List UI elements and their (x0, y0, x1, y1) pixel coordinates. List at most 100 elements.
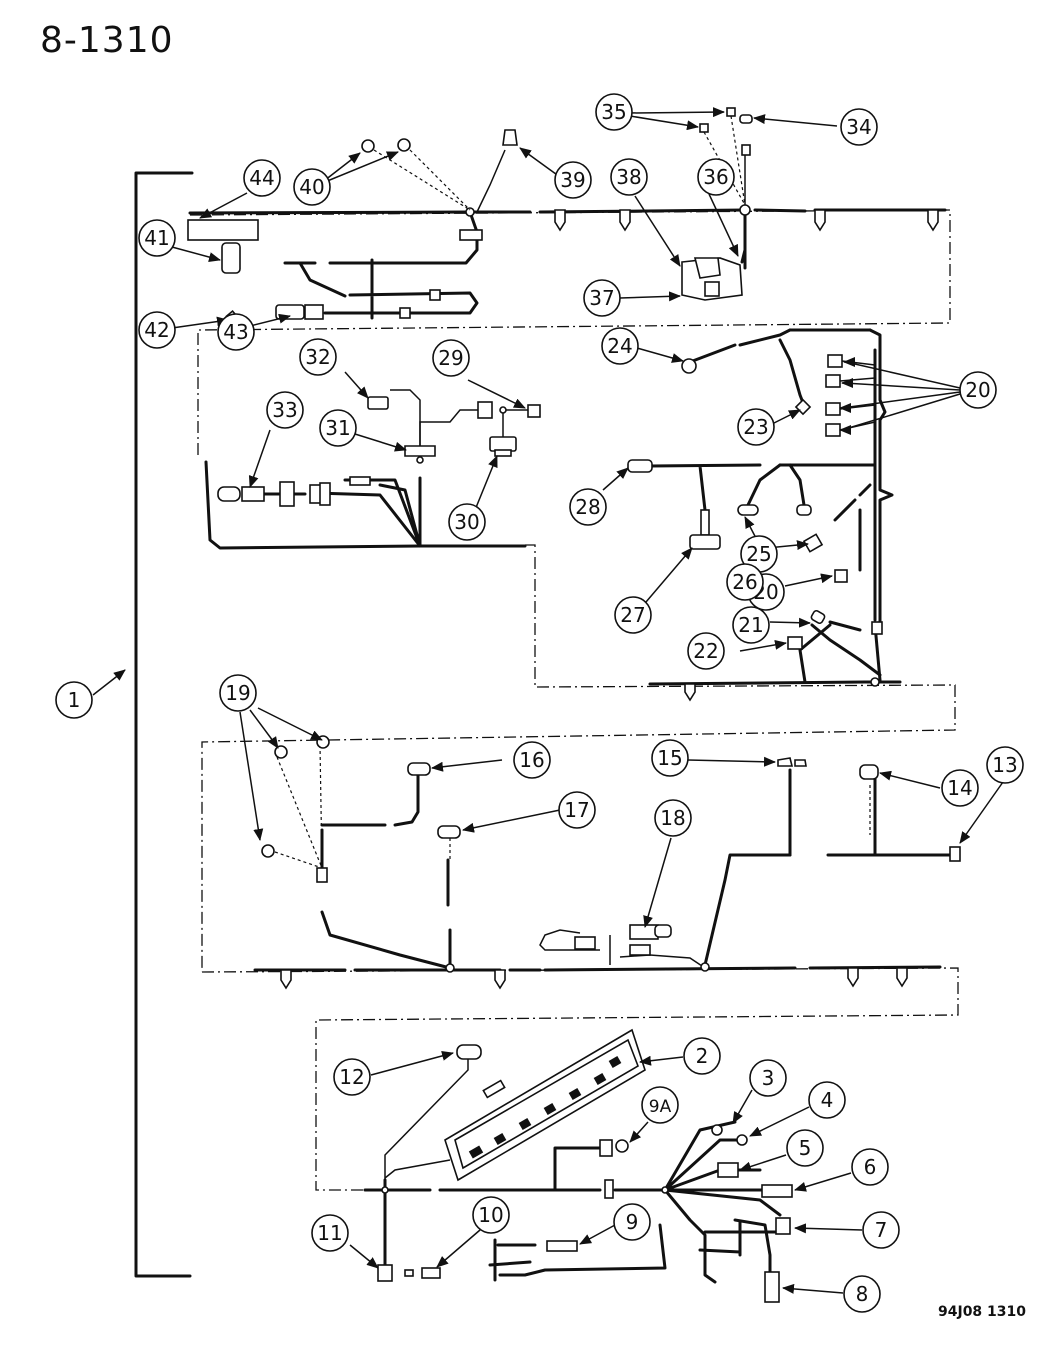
assembly-bracket (134, 171, 194, 1278)
svg-text:42: 42 (144, 318, 169, 342)
svg-text:43: 43 (223, 320, 248, 344)
svg-text:40: 40 (299, 175, 324, 199)
figure-code: 94J08 1310 (938, 1304, 1027, 1320)
callout-41: 41 (138, 219, 176, 257)
fuse-block (444, 1028, 646, 1182)
callout-1: 1 (55, 681, 93, 719)
callout-15: 15 (651, 739, 689, 777)
callout-17: 17 (558, 791, 596, 829)
svg-text:37: 37 (589, 286, 614, 310)
svg-text:7: 7 (875, 1218, 888, 1242)
callout-9: 9 (613, 1203, 651, 1241)
callout-18: 18 (654, 799, 692, 837)
svg-text:27: 27 (620, 603, 645, 627)
callout-7: 7 (862, 1211, 900, 1249)
callout-26: 26 (726, 563, 764, 601)
svg-text:21: 21 (738, 613, 763, 637)
callout-34: 34 (840, 108, 878, 146)
callout-2: 2 (683, 1037, 721, 1075)
svg-text:34: 34 (846, 115, 871, 139)
svg-text:1: 1 (68, 688, 81, 712)
svg-text:39: 39 (560, 168, 585, 192)
callout-29: 29 (432, 339, 470, 377)
callout-8: 8 (843, 1275, 881, 1313)
svg-text:35: 35 (601, 100, 626, 124)
svg-text:44: 44 (249, 166, 274, 190)
callout-44: 44 (243, 159, 281, 197)
callout-11: 11 (311, 1214, 349, 1252)
svg-text:38: 38 (616, 165, 641, 189)
page-number: 8-1310 (40, 20, 174, 61)
svg-text:12: 12 (339, 1065, 364, 1089)
svg-text:9: 9 (626, 1210, 639, 1234)
callout-31: 31 (319, 409, 357, 447)
svg-text:32: 32 (305, 345, 330, 369)
connector-41-body (221, 242, 241, 274)
svg-text:11: 11 (317, 1221, 342, 1245)
callout-21: 21 (732, 606, 770, 644)
svg-text:15: 15 (657, 746, 682, 770)
callout-40: 40 (293, 168, 331, 206)
leader-arrows (92, 107, 1004, 1294)
callouts: 1 2 3 4 5 6 7 8 9 9A 10 11 12 13 14 15 1… (55, 93, 1024, 1313)
svg-text:18: 18 (660, 806, 685, 830)
svg-text:30: 30 (454, 510, 479, 534)
callout-20-upper: 20 (959, 371, 997, 409)
callout-42: 42 (138, 311, 176, 349)
callout-37: 37 (583, 279, 621, 317)
connector-44-body (187, 219, 259, 241)
callout-19: 19 (219, 674, 257, 712)
callout-6: 6 (851, 1148, 889, 1186)
svg-text:4: 4 (821, 1088, 834, 1112)
middle-harness (253, 735, 961, 990)
mid-right-harness (627, 328, 902, 702)
bottom-harness (363, 1028, 793, 1303)
svg-text:17: 17 (564, 798, 589, 822)
svg-text:6: 6 (864, 1155, 877, 1179)
callout-13: 13 (986, 746, 1024, 784)
callout-22: 22 (687, 632, 725, 670)
svg-text:33: 33 (272, 398, 297, 422)
callout-12: 12 (333, 1058, 371, 1096)
svg-text:10: 10 (478, 1203, 503, 1227)
callout-24: 24 (601, 327, 639, 365)
top-harness (187, 107, 947, 329)
callout-16: 16 (513, 741, 551, 779)
callout-27: 27 (614, 596, 652, 634)
svg-text:24: 24 (607, 334, 632, 358)
svg-text:31: 31 (325, 416, 350, 440)
svg-text:25: 25 (746, 542, 771, 566)
callout-30: 30 (448, 503, 486, 541)
callout-14: 14 (941, 769, 979, 807)
svg-text:29: 29 (438, 346, 463, 370)
callout-9a: 9A (641, 1086, 679, 1124)
callout-38: 38 (610, 158, 648, 196)
callout-36: 36 (697, 158, 735, 196)
svg-text:23: 23 (743, 415, 768, 439)
svg-text:5: 5 (799, 1136, 812, 1160)
callout-43: 43 (217, 313, 255, 351)
mid-upper-harness (204, 389, 541, 550)
svg-text:14: 14 (947, 776, 972, 800)
callout-23: 23 (737, 408, 775, 446)
callout-3: 3 (749, 1059, 787, 1097)
svg-text:28: 28 (575, 495, 600, 519)
svg-text:16: 16 (519, 748, 544, 772)
callout-5: 5 (786, 1129, 824, 1167)
callout-28: 28 (569, 488, 607, 526)
callout-10: 10 (472, 1196, 510, 1234)
callout-4: 4 (808, 1081, 846, 1119)
svg-text:36: 36 (703, 165, 728, 189)
svg-text:13: 13 (992, 753, 1017, 777)
svg-text:41: 41 (144, 226, 169, 250)
callout-32: 32 (299, 338, 337, 376)
svg-text:19: 19 (225, 681, 250, 705)
svg-text:8: 8 (856, 1282, 869, 1306)
svg-text:22: 22 (693, 639, 718, 663)
callout-25: 25 (740, 535, 778, 573)
svg-text:3: 3 (762, 1066, 775, 1090)
svg-text:9A: 9A (649, 1097, 672, 1117)
callout-35: 35 (595, 93, 633, 131)
svg-text:2: 2 (696, 1044, 709, 1068)
